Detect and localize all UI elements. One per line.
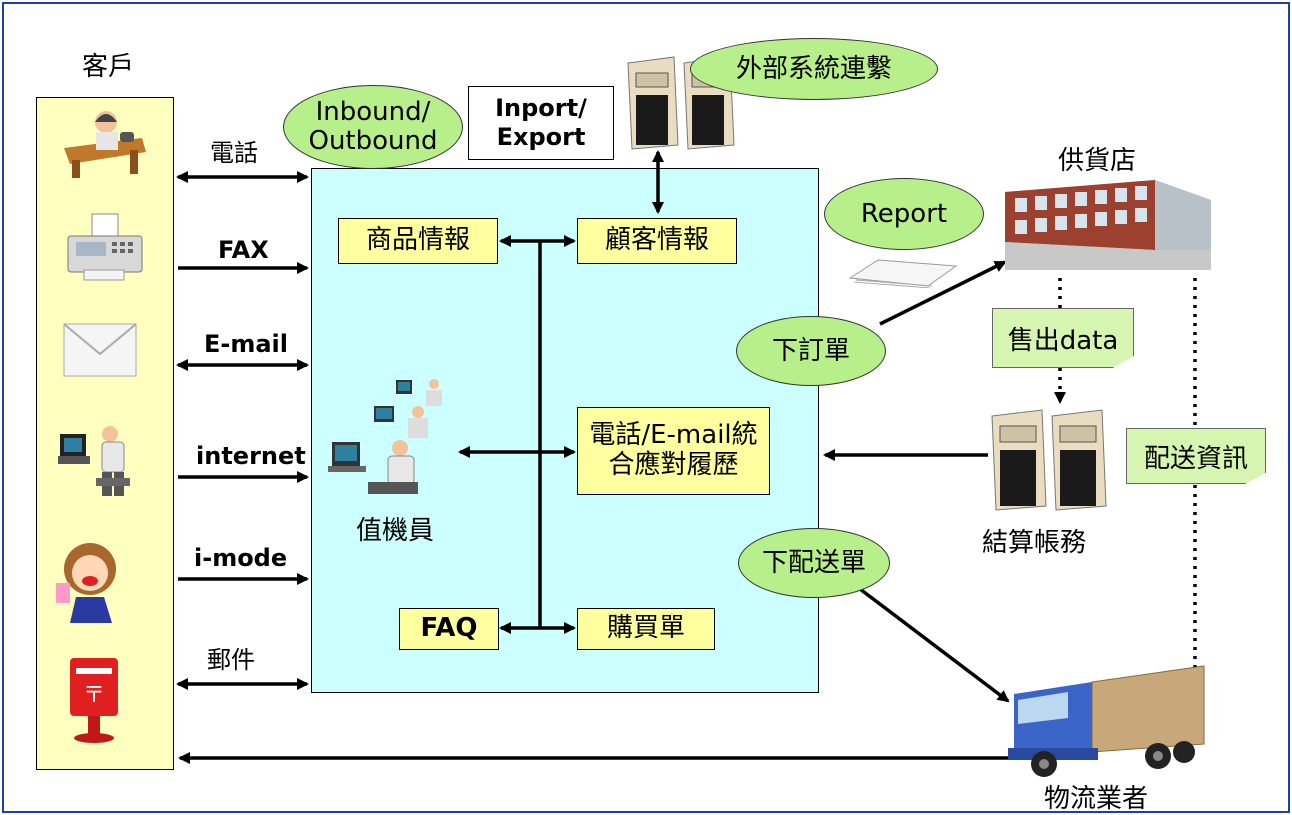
channel-email-label: E-mail bbox=[204, 330, 289, 358]
svg-text:〒: 〒 bbox=[83, 683, 105, 708]
supplier-label: 供貨店 bbox=[1058, 146, 1137, 176]
phone-operator-icon bbox=[62, 108, 148, 180]
customer-title: 客戶 bbox=[82, 52, 135, 82]
delivery-order-arrow bbox=[854, 584, 1010, 703]
fax-machine-icon bbox=[62, 212, 148, 284]
external-system-bubble: 外部系統連繫 bbox=[690, 38, 938, 100]
accounting-server-icon bbox=[988, 408, 1116, 512]
place-order-bubble: 下訂單 bbox=[736, 316, 886, 386]
inbound-outbound-bubble: Inbound/ Outbound bbox=[283, 85, 463, 169]
channel-imode-label: i-mode bbox=[194, 544, 288, 572]
papers-icon bbox=[848, 258, 958, 289]
sales-data-note: 售出data bbox=[992, 308, 1134, 368]
logistics-label: 物流業者 bbox=[1044, 784, 1149, 814]
truck-icon bbox=[1008, 664, 1208, 780]
channel-phone-label: 電話 bbox=[210, 139, 258, 167]
import-export-box: Inport/ Export bbox=[468, 86, 614, 160]
mailbox-icon: 〒 bbox=[66, 654, 122, 744]
mobile-girl-icon bbox=[54, 537, 128, 629]
accounting-label: 結算帳務 bbox=[982, 528, 1087, 558]
channel-mail-label: 郵件 bbox=[207, 646, 255, 674]
operators-label: 值機員 bbox=[356, 516, 435, 546]
operators-icon bbox=[328, 378, 460, 504]
customer-info-box: 顧客情報 bbox=[577, 218, 737, 264]
delivery-info-note: 配送資訊 bbox=[1126, 428, 1266, 484]
faq-box: FAQ bbox=[399, 608, 499, 650]
history-box: 電話/E-mail統 合應對履歷 bbox=[577, 407, 770, 495]
channel-fax-label: FAX bbox=[218, 236, 269, 264]
envelope-icon bbox=[62, 318, 138, 380]
purchase-box: 購買單 bbox=[577, 608, 715, 650]
computer-user-icon bbox=[56, 420, 138, 504]
product-info-box: 商品情報 bbox=[338, 218, 498, 264]
report-bubble: Report bbox=[824, 178, 984, 250]
delivery-order-bubble: 下配送單 bbox=[738, 528, 890, 598]
warehouse-icon bbox=[1005, 180, 1213, 278]
channel-internet-label: internet bbox=[196, 442, 306, 470]
order-arrow bbox=[879, 260, 1007, 326]
